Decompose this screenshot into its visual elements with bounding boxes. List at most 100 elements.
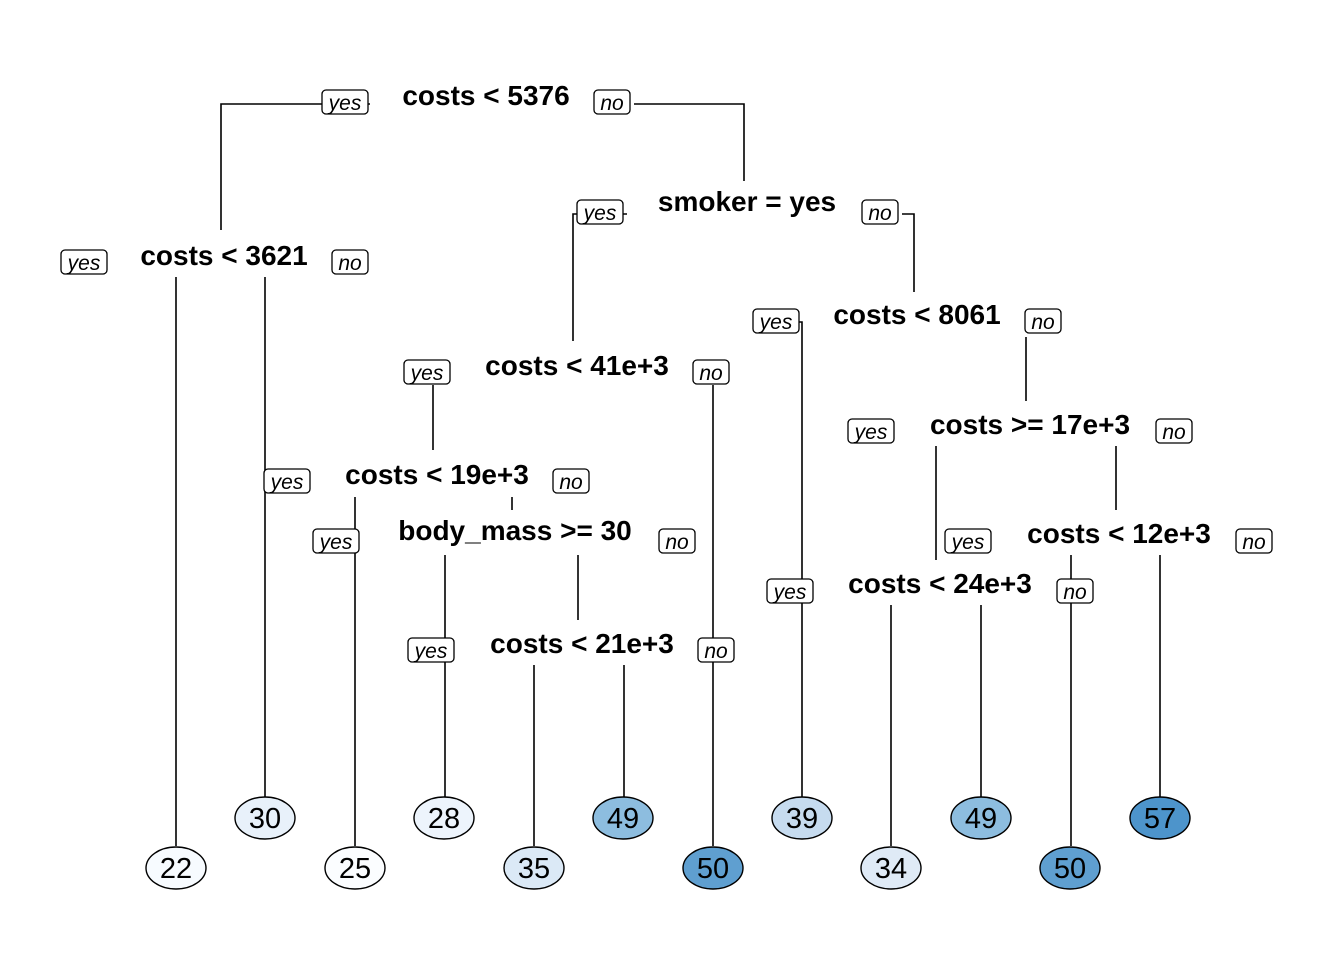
leaf-ellipse	[950, 796, 1012, 840]
yes-tag-text: yes	[758, 311, 793, 334]
yes-tag: yes	[60, 249, 108, 275]
yes-tag: yes	[403, 359, 451, 385]
leaf-node: 50	[1039, 846, 1101, 890]
no-tag-box	[1155, 418, 1193, 444]
leaf-ellipse	[324, 846, 386, 890]
edge-n3-n8	[902, 213, 915, 292]
split-label: costs < 24e+3	[848, 568, 1032, 599]
no-tag: no	[1155, 418, 1193, 444]
split-label: costs < 19e+3	[345, 459, 529, 490]
no-tag-box	[1024, 308, 1062, 334]
no-tag-text: no	[704, 640, 728, 663]
no-tag-box	[861, 199, 899, 225]
split-label: costs < 21e+3	[490, 628, 674, 659]
no-tag-box	[331, 249, 369, 275]
split-node-n4: costs < 41e+3 yes no	[403, 350, 730, 385]
no-tag-box	[697, 637, 735, 663]
no-tag: no	[1235, 528, 1273, 554]
no-tag: no	[593, 89, 631, 115]
no-tag-text: no	[1162, 421, 1186, 444]
leaf-ellipse	[1039, 846, 1101, 890]
no-tag-box	[658, 528, 696, 554]
split-node-n7: costs < 21e+3 yes no	[407, 628, 735, 663]
leaf-value: 49	[965, 803, 997, 835]
yes-tag: yes	[263, 468, 311, 494]
yes-tag-text: yes	[318, 531, 353, 554]
leaf-node: 57	[1129, 796, 1191, 840]
leaf-node: 35	[503, 846, 565, 890]
split-label: costs < 3621	[140, 240, 307, 271]
yes-tag-text: yes	[853, 421, 888, 444]
yes-tag-box	[403, 359, 451, 385]
yes-tag-box	[407, 637, 455, 663]
yes-tag: yes	[576, 199, 624, 225]
no-tag: no	[1056, 578, 1094, 604]
leaf-node: 25	[324, 846, 386, 890]
no-tag-text: no	[1063, 581, 1087, 604]
split-node-n5: costs < 19e+3 yes no	[263, 459, 590, 494]
yes-tag-box	[944, 528, 992, 554]
leaf-node: 49	[592, 796, 654, 840]
leaf-node: 22	[145, 846, 207, 890]
yes-tag-text: yes	[66, 252, 101, 275]
leaf-ellipse	[234, 796, 296, 840]
leaf-ellipse	[592, 796, 654, 840]
leaf-node: 34	[860, 846, 922, 890]
yes-tag: yes	[752, 308, 800, 334]
yes-tag-text: yes	[269, 471, 304, 494]
no-tag-text: no	[1031, 311, 1055, 334]
no-tag-box	[1056, 578, 1094, 604]
yes-tag: yes	[847, 418, 895, 444]
leaf-value: 22	[160, 853, 192, 885]
split-node-n8: costs < 8061 yes no	[752, 299, 1062, 334]
leaf-ellipse	[145, 846, 207, 890]
split-label: smoker = yes	[658, 186, 836, 217]
leaf-value: 57	[1144, 803, 1176, 835]
no-tag-box	[1235, 528, 1273, 554]
split-node-n3: smoker = yes yes no	[576, 186, 899, 225]
no-tag-text: no	[600, 92, 624, 115]
no-tag: no	[658, 528, 696, 554]
split-label: costs < 5376	[402, 80, 569, 111]
yes-tag-text: yes	[409, 362, 444, 385]
no-tag-text: no	[665, 531, 689, 554]
leaf-node: 28	[413, 796, 475, 840]
yes-tag-box	[312, 528, 360, 554]
leaf-value: 28	[428, 803, 460, 835]
yes-tag: yes	[407, 637, 455, 663]
leaf-value: 39	[786, 803, 818, 835]
no-tag: no	[552, 468, 590, 494]
split-label: costs < 41e+3	[485, 350, 669, 381]
no-tag-text: no	[559, 471, 583, 494]
no-tag-text: no	[338, 252, 362, 275]
leaf-ellipse	[1129, 796, 1191, 840]
yes-tag-box	[263, 468, 311, 494]
edge-n1-n3	[634, 103, 745, 181]
leaf-ellipse	[503, 846, 565, 890]
leaf-value: 49	[607, 803, 639, 835]
leaf-node: 49	[950, 796, 1012, 840]
no-tag-box	[593, 89, 631, 115]
yes-tag-box	[321, 89, 369, 115]
yes-tag-text: yes	[413, 640, 448, 663]
yes-tag-box	[766, 578, 814, 604]
no-tag-box	[692, 359, 730, 385]
no-tag: no	[1024, 308, 1062, 334]
no-tag: no	[692, 359, 730, 385]
leaf-value: 25	[339, 853, 371, 885]
yes-tag: yes	[944, 528, 992, 554]
split-node-n10: costs < 24e+3 yes no	[766, 568, 1094, 604]
leaf-value: 30	[249, 803, 281, 835]
no-tag: no	[861, 199, 899, 225]
yes-tag: yes	[766, 578, 814, 604]
leaf-ellipse	[860, 846, 922, 890]
leaf-ellipse	[413, 796, 475, 840]
leaf-value: 50	[697, 853, 729, 885]
yes-tag-box	[60, 249, 108, 275]
split-label: costs < 8061	[833, 299, 1000, 330]
leaf-ellipse	[682, 846, 744, 890]
